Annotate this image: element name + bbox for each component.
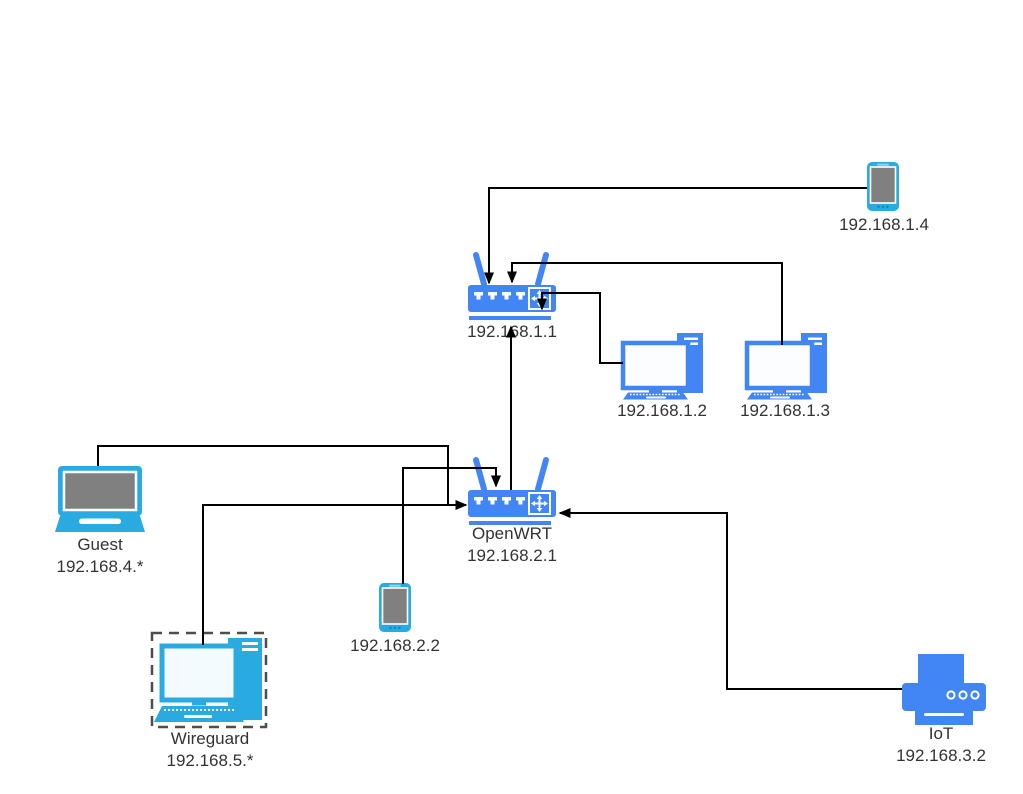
desktop-b-node: [744, 332, 829, 405]
desktop-a-label: 192.168.1.2: [617, 401, 707, 420]
phone-lan-node: [378, 582, 412, 638]
edge-desktop_wireguard-to-router_openwrt: [202, 500, 468, 645]
wireless-router-icon: [468, 252, 556, 320]
laptop-guest-label: Guest 192.168.4.*: [56, 535, 144, 576]
router-openwrt-label: OpenWRT 192.168.2.1: [467, 524, 557, 565]
desktop-a-node: [620, 332, 705, 405]
router-main-node: [467, 250, 557, 330]
desktop-wireguard-node: [150, 630, 270, 735]
edge-printer_iot-to-router_openwrt: [558, 508, 902, 690]
printer-icon: [902, 654, 986, 725]
desktop-b-label: 192.168.1.3: [740, 401, 830, 420]
phone-wan-label: 192.168.1.4: [839, 215, 929, 234]
four-way-arrows-icon: [531, 495, 548, 512]
desktop-wireguard-label: Wireguard 192.168.5.*: [166, 729, 254, 770]
smartphone-icon: [867, 162, 899, 211]
phone-lan-label: 192.168.2.2: [350, 636, 440, 655]
edge-laptop_guest-to-junction: [97, 445, 449, 504]
printer-iot-node: [901, 652, 987, 731]
desktop-computer-icon: [744, 333, 827, 400]
laptop-guest-node: [55, 464, 145, 539]
printer-iot-label: IoT 192.168.3.2: [896, 724, 986, 765]
smartphone-icon: [379, 583, 411, 632]
router-main-label: 192.168.1.1: [467, 322, 557, 341]
desktop-computer-dashed-icon: [150, 631, 268, 729]
laptop-icon: [55, 466, 145, 532]
phone-wan-node: [866, 161, 900, 217]
desktop-computer-icon: [620, 333, 703, 400]
wireless-router-icon: [468, 457, 556, 525]
